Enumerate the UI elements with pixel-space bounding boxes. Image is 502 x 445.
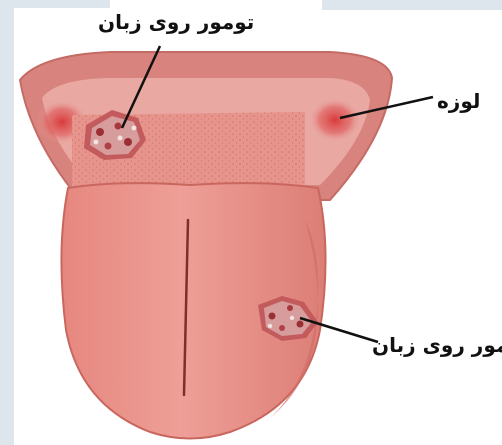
- label-tumor-top: تومور روی زبان: [98, 10, 254, 34]
- tonsil-right-icon: [309, 98, 361, 142]
- label-tonsil: لوزه: [437, 89, 480, 113]
- top-left-strip: [0, 0, 110, 8]
- label-tumor-bottom: تومور روی زبان: [372, 333, 502, 357]
- top-right-strip: [322, 0, 502, 10]
- left-strip: [0, 0, 14, 445]
- label-tumor-bottom-wrap: تومور روی زبان: [372, 333, 502, 357]
